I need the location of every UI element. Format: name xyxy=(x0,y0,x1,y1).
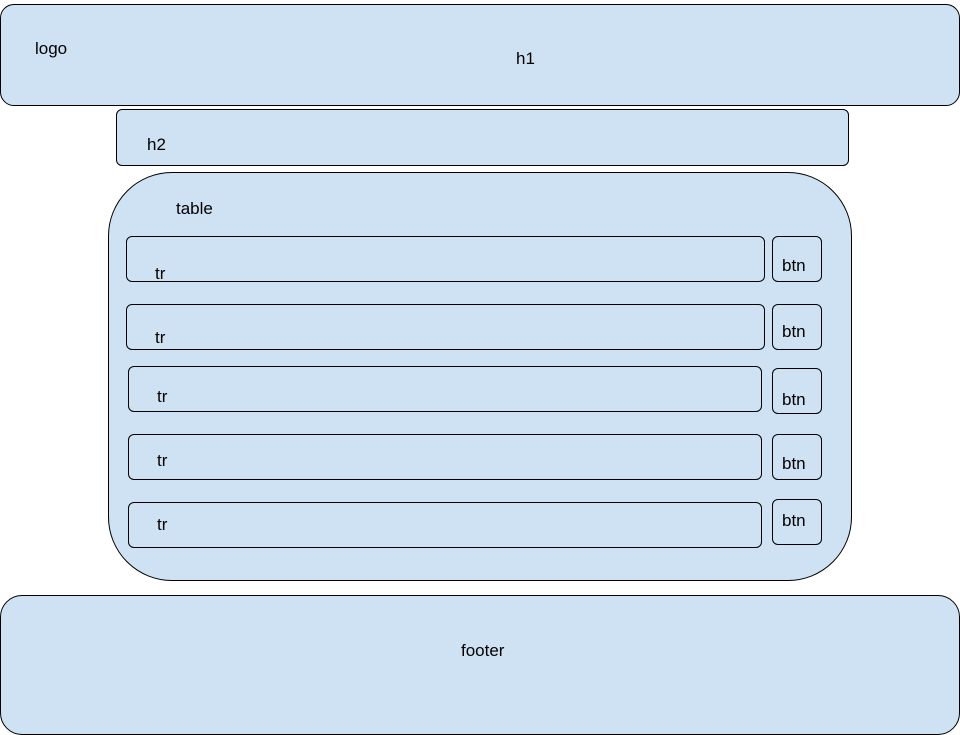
row-label: tr xyxy=(157,451,168,470)
subheader-box: h2 xyxy=(116,109,849,166)
row-button: btn xyxy=(772,368,822,414)
row-label: tr xyxy=(157,387,168,406)
row-button: btn xyxy=(772,499,822,545)
row-label: tr xyxy=(157,515,168,534)
button-label: btn xyxy=(782,322,806,341)
button-label: btn xyxy=(782,256,806,275)
row-button: btn xyxy=(772,236,822,282)
header-box xyxy=(0,4,960,106)
table-row: tr xyxy=(128,434,762,480)
footer-label: footer xyxy=(461,641,505,660)
h1-label: h1 xyxy=(516,49,535,68)
button-label: btn xyxy=(782,511,806,530)
table-row: tr xyxy=(128,502,762,548)
row-button: btn xyxy=(772,434,822,480)
table-row: tr xyxy=(126,304,765,350)
row-label: tr xyxy=(155,328,166,347)
h2-label: h2 xyxy=(147,135,166,154)
row-button: btn xyxy=(772,304,822,350)
row-label: tr xyxy=(155,264,166,283)
table-row: tr xyxy=(128,366,762,412)
button-label: btn xyxy=(782,390,806,409)
footer-box xyxy=(0,595,960,735)
table-row: tr xyxy=(126,236,765,282)
table-label: table xyxy=(176,199,213,218)
button-label: btn xyxy=(782,454,806,473)
logo-label: logo xyxy=(35,39,68,58)
